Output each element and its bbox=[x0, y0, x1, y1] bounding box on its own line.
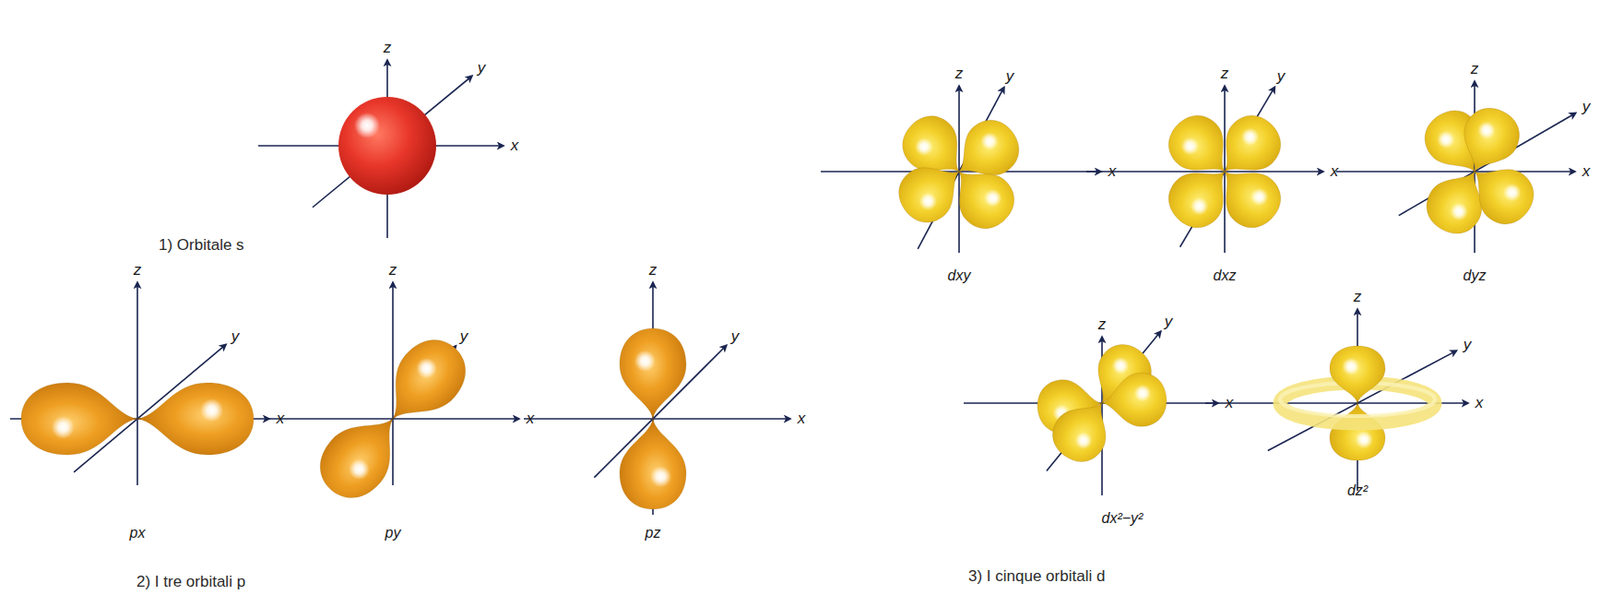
axis-label: z bbox=[1470, 60, 1480, 79]
orbital-lobe bbox=[938, 153, 1025, 240]
orbital-lobe bbox=[619, 418, 687, 510]
axis-label: z bbox=[955, 65, 964, 83]
axis-label: x bbox=[1225, 394, 1234, 413]
orbital-name: py bbox=[385, 524, 402, 542]
axis-label: z bbox=[1353, 288, 1363, 307]
axis-label: z bbox=[389, 261, 398, 280]
sphere-highlight bbox=[354, 112, 380, 139]
axis-label: z bbox=[1220, 65, 1230, 83]
orbital-name: dx²−y² bbox=[1102, 509, 1144, 527]
axis-line bbox=[1336, 170, 1576, 173]
orbital-lobe bbox=[137, 382, 254, 455]
orbital-name: pz bbox=[645, 524, 662, 542]
axis-label: z bbox=[649, 261, 658, 280]
axis-label: z bbox=[1098, 316, 1107, 334]
orbital-lobe bbox=[1329, 345, 1386, 403]
figure-caption: 2) I tre orbitali p bbox=[136, 573, 246, 592]
axis-label: y bbox=[1277, 68, 1286, 86]
orbital-name: px bbox=[130, 524, 146, 542]
axis-label: x bbox=[510, 137, 520, 155]
axis-line bbox=[1086, 170, 1324, 173]
figure-caption: 1) Orbitale s bbox=[158, 237, 245, 255]
orbital-lobe bbox=[1329, 402, 1386, 461]
orbital-lobe bbox=[21, 382, 138, 455]
axis-label: x bbox=[797, 410, 806, 428]
axis-label: y bbox=[460, 328, 469, 346]
axis-line bbox=[523, 417, 791, 420]
axis-label: x bbox=[276, 410, 285, 428]
axis-line bbox=[136, 282, 139, 486]
axis-label: z bbox=[133, 261, 143, 280]
orbital-name: dxz bbox=[1213, 267, 1237, 285]
orbital-lobe bbox=[1099, 370, 1169, 430]
axis-label: x bbox=[1475, 394, 1484, 413]
axis-label: x bbox=[1108, 163, 1117, 181]
axis-label: y bbox=[477, 59, 486, 78]
axis-label: z bbox=[383, 39, 392, 58]
axis-label: x bbox=[1582, 163, 1591, 181]
orbital-lobe bbox=[1457, 149, 1545, 235]
axis-label: y bbox=[231, 328, 240, 346]
axis-label: x bbox=[526, 410, 535, 428]
orbital-name: dxy bbox=[948, 267, 972, 285]
orbital-lobe bbox=[1042, 387, 1125, 472]
axis-label: y bbox=[1006, 68, 1015, 86]
axis-line bbox=[312, 75, 473, 207]
axis-label: y bbox=[1463, 336, 1472, 355]
orbital-name: dz² bbox=[1347, 482, 1368, 499]
axis-line bbox=[391, 282, 394, 486]
axis-label: y bbox=[731, 328, 740, 346]
orbital-name: dyz bbox=[1463, 267, 1487, 285]
axis-label: y bbox=[1164, 313, 1174, 332]
axis-label: y bbox=[1582, 98, 1591, 117]
figure-caption: 3) I cinque orbitali d bbox=[968, 568, 1105, 586]
orbital-lobe bbox=[619, 328, 687, 419]
orbital-lobe bbox=[1205, 152, 1292, 238]
orbital-lobe bbox=[307, 397, 418, 511]
s-orbital-sphere bbox=[338, 96, 437, 195]
axis-label: x bbox=[1330, 163, 1340, 181]
